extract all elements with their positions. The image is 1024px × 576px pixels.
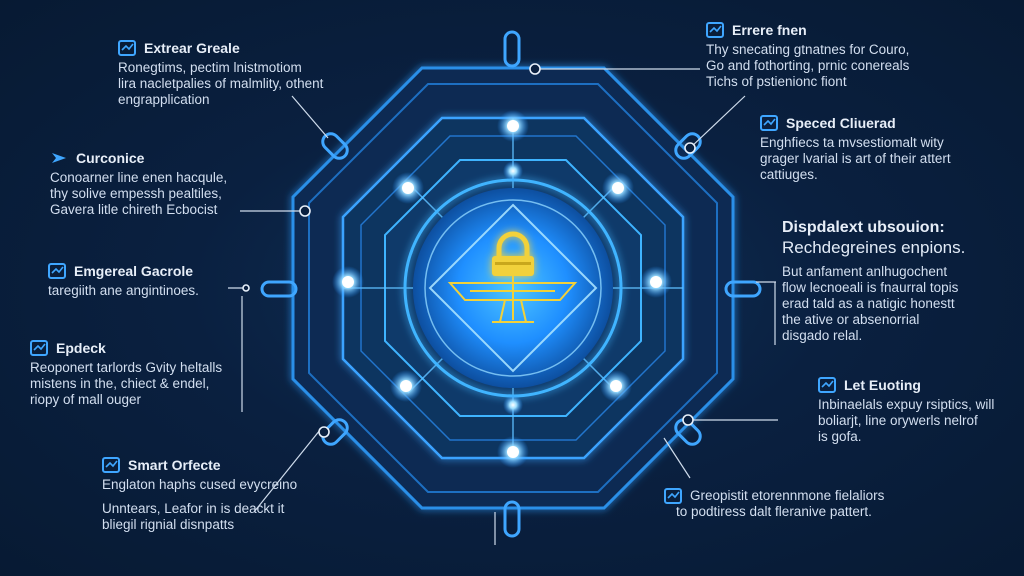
callout-title: Extrear Greale	[144, 40, 240, 56]
callout-left: Emgereal Gacrole taregiith ane angintino…	[48, 263, 199, 299]
callout-mid-right: Speced Cliuerad Enghfiecs ta mvsestiomal…	[760, 115, 951, 183]
callout-line: taregiith ane angintinoes.	[48, 283, 199, 298]
callout-line: flow lecnoeali is fnaurral topis	[782, 280, 959, 295]
document-icon	[818, 377, 836, 393]
callout-title: Epdeck	[56, 340, 106, 356]
chain-link-icon	[321, 418, 349, 446]
chain-link-icons	[260, 30, 762, 538]
document-icon	[760, 115, 778, 131]
callout-right: Dispdalext ubsouion: Rechdegreines enpio…	[782, 220, 965, 344]
callout-title: Let Euoting	[844, 377, 921, 393]
callout-line: disgado relal.	[782, 328, 863, 343]
callout-lower-right: Let Euoting Inbinaelals expuy rsiptics, …	[818, 377, 994, 445]
callout-line: thy solive empessh pealtiles,	[50, 186, 222, 201]
callout-line: Inbinaelals expuy rsiptics, will	[818, 397, 995, 412]
chain-link-icon	[724, 280, 762, 298]
callout-title: Smart Orfecte	[128, 457, 221, 473]
chain-link-icon	[503, 30, 521, 68]
document-icon	[118, 40, 136, 56]
callout-line: riopy of mall ouger	[30, 392, 142, 407]
callout-line: grager lvarial is art of their attert	[760, 151, 951, 166]
callout-line: Conoarner line enen hacqule,	[50, 170, 228, 185]
document-icon	[664, 488, 682, 504]
callout-top-right: Errere fnen Thy snecating gtnatnes for C…	[706, 22, 909, 90]
callout-line: Englaton haphs cused evycreino	[102, 477, 298, 492]
arrow-right-icon	[52, 153, 66, 163]
chain-link-icon	[260, 280, 298, 298]
connector-dots	[242, 63, 696, 438]
callout-line: the ative or absenorrial	[782, 312, 920, 327]
node-bottom-inner	[503, 395, 523, 415]
callout-bottom-left: Smart Orfecte Englaton haphs cused evycr…	[102, 457, 297, 533]
bridge-icon	[447, 276, 578, 323]
callout-line	[102, 493, 297, 501]
callout-bottom-right: Greopistit etorennmone fielaliors to pod…	[664, 488, 884, 520]
glow-nodes	[332, 110, 672, 468]
callout-line: to podtiress dalt fleranive pattert.	[676, 504, 872, 519]
core-diamond	[428, 203, 598, 373]
document-icon	[102, 457, 120, 473]
callout-line: cattiuges.	[760, 167, 818, 182]
callout-title: Curconice	[76, 150, 145, 166]
chain-link-icon	[674, 418, 702, 446]
callout-line: Greopistit etorennmone fielaliors	[690, 488, 885, 503]
callout-line: erad tald as a natigic honestt	[782, 296, 955, 311]
callout-subtitle: Rechdegreines enpions.	[782, 238, 966, 257]
callout-line: Gavera litle chireth Ecbocist	[50, 202, 218, 217]
callout-title: Dispdalext ubsouion:	[782, 219, 945, 236]
chain-link-icon	[503, 500, 521, 538]
outer-octagon-inner-ring	[308, 83, 718, 493]
callout-line: lira nacletpalies of malmlity, othent	[118, 76, 324, 91]
callout-line: Unntears, Leafor in is deackt it	[102, 501, 285, 516]
node-top-inner	[503, 161, 523, 181]
callout-line: Tichs of pstienionc fiont	[706, 74, 847, 89]
callout-top-left: Extrear Greale Ronegtims, pectim lnistmo…	[118, 40, 323, 108]
middle-octagon-ring	[360, 135, 666, 441]
document-icon	[30, 340, 48, 356]
callout-line: Enghfiecs ta mvsestiomalt wity	[760, 135, 944, 150]
chain-link-icon	[321, 132, 349, 160]
callout-lower-left: Epdeck Reoponert tarlords Gvity heltalls…	[30, 340, 222, 408]
document-icon	[48, 263, 66, 279]
callout-line: Thy snecating gtnatnes for Couro,	[706, 42, 910, 57]
callout-line: boliarjt, line orywerls nelrof	[818, 413, 978, 428]
callout-line: mistens in the, chiect & endel,	[30, 376, 210, 391]
callout-line: But anfament anlhugochent	[782, 264, 948, 279]
callout-line: Ronegtims, pectim lnistmotiom	[118, 60, 302, 75]
callout-line: engrapplication	[118, 92, 210, 107]
callout-title: Emgereal Gacrole	[74, 263, 194, 279]
callout-title: Errere fnen	[732, 22, 807, 38]
callout-line: bliegil rignial disnpatts	[102, 517, 235, 532]
callout-mid-left: Curconice Conoarner line enen hacqule, t…	[50, 150, 227, 218]
callout-line: Go and fothorting, prnic conereals	[706, 58, 910, 73]
callout-title: Speced Cliuerad	[786, 115, 896, 131]
lock-icon	[492, 231, 534, 276]
document-icon	[706, 22, 724, 38]
callout-line: is gofa.	[818, 429, 862, 444]
core-ring-inner	[424, 199, 602, 377]
callout-line: Reoponert tarlords Gvity heltalls	[30, 360, 223, 375]
leader-lines	[228, 68, 778, 545]
